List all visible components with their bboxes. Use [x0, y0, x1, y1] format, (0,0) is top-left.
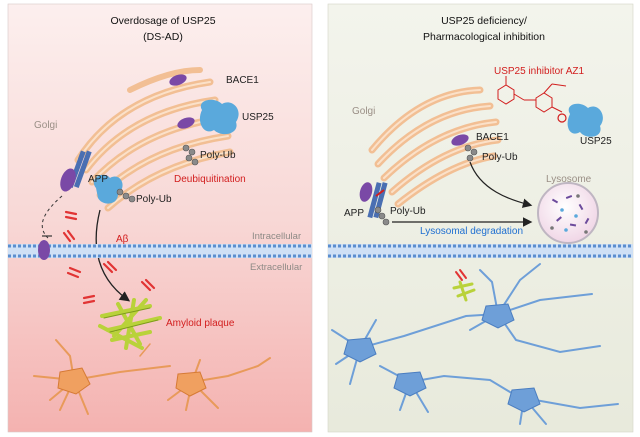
right-small-plaque: [452, 280, 476, 302]
right-inhibitor-bound: [557, 113, 567, 123]
right-bace1-shape: [451, 134, 469, 146]
right-polyub-chain-1: [464, 144, 478, 162]
left-membrane-app: [38, 240, 50, 260]
left-abeta-fragments: [62, 210, 156, 305]
left-usp25-label: USP25: [242, 112, 274, 123]
right-bace1-arrow: [469, 161, 533, 208]
intracellular-label: Intracellular: [252, 231, 302, 242]
left-abeta-label: Aβ: [116, 234, 129, 245]
left-polyub-chain-1: [182, 144, 199, 166]
right-bace1-label: BACE1: [476, 132, 509, 143]
right-inhibitor-structure: [497, 76, 567, 113]
right-polyub-label-1: Poly-Ub: [482, 152, 518, 163]
right-inhibitor-label: USP25 inhibitor AZ1: [494, 66, 585, 77]
left-polyub-label-2: Poly-Ub: [136, 194, 172, 205]
right-polyub-chain-2: [374, 206, 390, 226]
left-bace1-label: BACE1: [226, 75, 259, 86]
right-usp25-label: USP25: [580, 136, 612, 147]
left-deubiquitination-label: Deubiquitination: [174, 174, 246, 185]
right-abeta-fragments: [455, 269, 467, 281]
right-usp25-shape: [567, 103, 603, 137]
right-app-label: APP: [344, 208, 365, 219]
left-title-line2: (DS-AD): [143, 31, 183, 43]
left-app-shape: [60, 150, 123, 204]
right-polyub-label-2: Poly-Ub: [390, 206, 426, 217]
right-golgi-label: Golgi: [352, 106, 376, 117]
right-neuron-bodies: [343, 303, 541, 413]
left-app-label: APP: [88, 174, 109, 185]
left-usp25-shape: [199, 99, 239, 135]
right-golgi-inner: [371, 89, 499, 205]
left-title-line1: Overdosage of USP25: [110, 15, 216, 27]
amyloid-plaque-label: Amyloid plaque: [166, 318, 235, 329]
right-lysosome-contents: [550, 194, 590, 234]
left-golgi-label: Golgi: [34, 120, 58, 131]
left-dashed-arrow: [41, 195, 63, 239]
right-membrane: [328, 244, 633, 258]
left-amyloid-plaque-shade: [103, 307, 159, 333]
left-neuron-bodies: [57, 367, 207, 397]
left-bace1-shape: [169, 74, 195, 129]
lysosomal-degradation-label: Lysosomal degradation: [420, 226, 524, 237]
right-title-line2: Pharmacological inhibition: [423, 31, 545, 43]
left-polyub-chain-2: [116, 188, 136, 203]
right-lysosome-label: Lysosome: [546, 174, 592, 185]
right-title-line1: USP25 deficiency/: [441, 15, 527, 27]
extracellular-label: Extracellular: [250, 262, 303, 273]
left-cleavage-arrow: [95, 209, 131, 302]
left-polyub-label-1: Poly-Ub: [200, 150, 236, 161]
left-membrane: [8, 244, 312, 258]
right-lysosome: [537, 182, 599, 244]
